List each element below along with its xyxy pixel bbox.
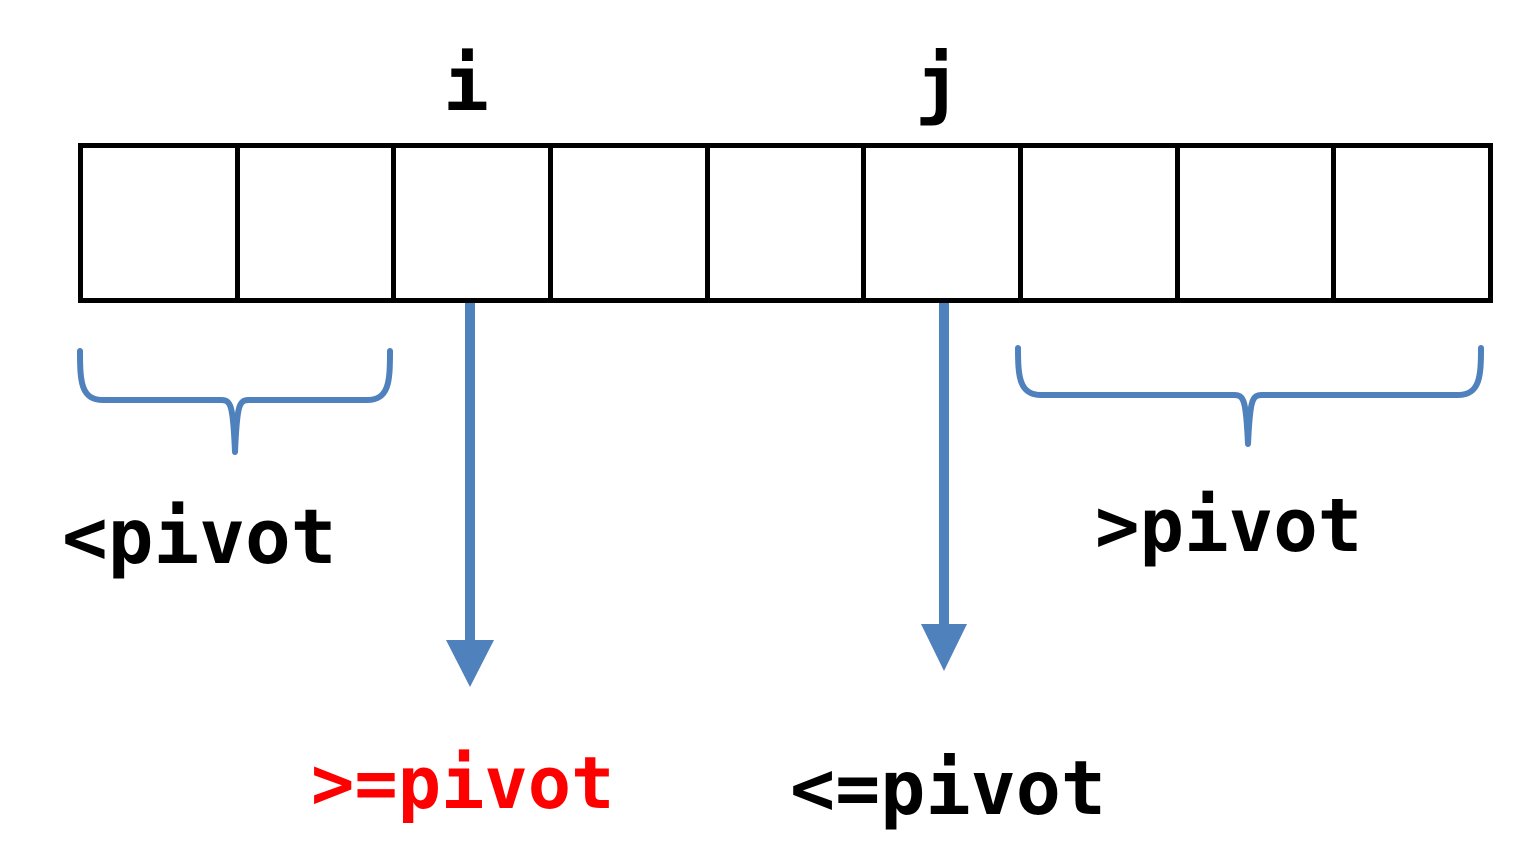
array-cell (239, 148, 397, 298)
pointer-j-down-arrow-icon (921, 303, 967, 671)
left-region-label: <pivot (62, 492, 337, 581)
array-cell (396, 148, 554, 298)
array-cell (553, 148, 710, 298)
array-cell (709, 148, 867, 298)
pointer-i-label: i (443, 39, 489, 128)
array-cell (1336, 148, 1489, 298)
pointer-j-label: j (915, 39, 961, 128)
right-region-label: >pivot (1095, 483, 1363, 569)
pointer-i-down-arrow-icon (446, 303, 494, 687)
condition-at-i-label: >=pivot (311, 741, 615, 825)
condition-at-j-label: <=pivot (790, 744, 1107, 832)
array-cell (1023, 148, 1180, 298)
array-cell (866, 148, 1024, 298)
array-row (78, 143, 1493, 303)
left-region-brace-icon (77, 348, 393, 455)
array-cell (1179, 148, 1337, 298)
array-cell (83, 148, 240, 298)
right-region-brace-icon (1015, 345, 1484, 447)
